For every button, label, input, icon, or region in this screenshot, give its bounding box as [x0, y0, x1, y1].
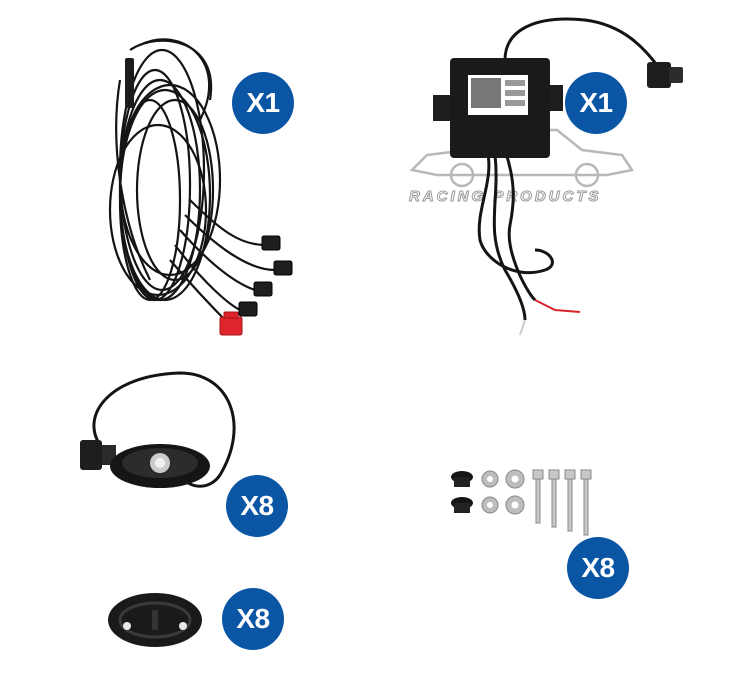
- screw-kit-icon: [451, 469, 592, 536]
- quantity-badge: X1: [232, 72, 294, 134]
- watermark-text: RACING PRODUCTS: [409, 188, 602, 206]
- wiring-harness: [90, 20, 320, 350]
- quantity-badge: X8: [226, 475, 288, 537]
- quantity-badge: X8: [567, 537, 629, 599]
- mounting-bracket: [105, 590, 205, 650]
- quantity-badge: X1: [565, 72, 627, 134]
- screw-kit: [445, 465, 605, 540]
- rock-light-icon: [80, 371, 236, 488]
- bluetooth-control-box: RACING PRODUCTS: [395, 10, 695, 340]
- mounting-bracket-icon: [108, 593, 202, 647]
- control-box-icon: [433, 17, 683, 336]
- led-rock-light: [70, 365, 260, 505]
- wiring-harness-icon: [108, 38, 293, 336]
- quantity-badge: X8: [222, 588, 284, 650]
